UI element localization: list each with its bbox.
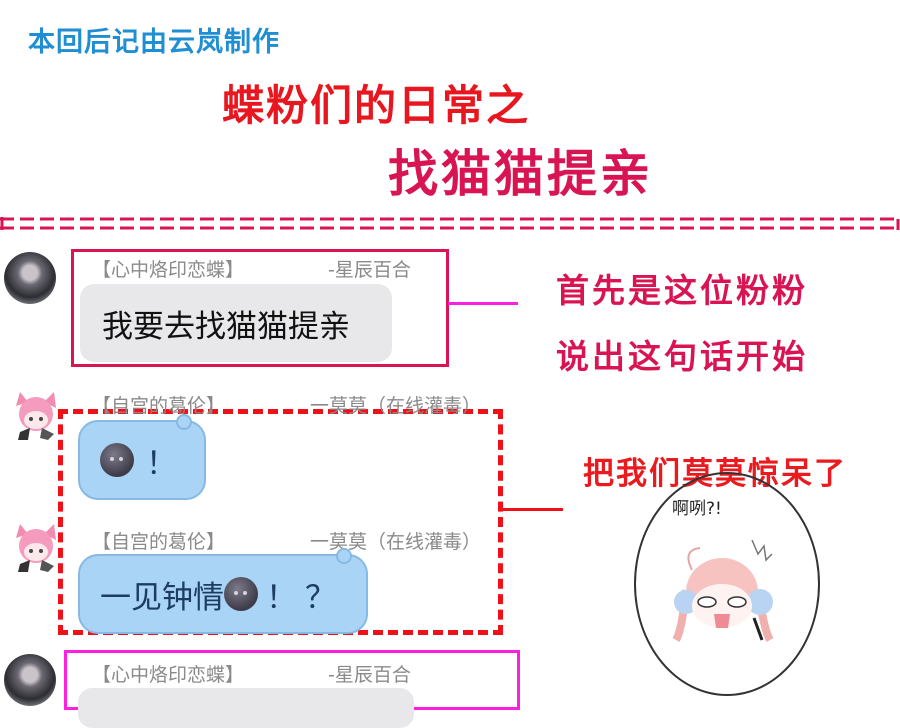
dashed-divider	[0, 217, 900, 230]
title-tag: 【自宫的葛伦】	[92, 531, 226, 553]
annotation-line-1: 首先是这位粉粉	[556, 271, 808, 310]
shocked-chibi-girl-image	[672, 540, 774, 643]
connector-line	[448, 302, 518, 305]
dark-ball-emoji-icon	[100, 443, 134, 477]
avatar-momo[interactable]	[8, 388, 64, 444]
message-text: ！	[146, 445, 177, 482]
title-tag: 【自宫的葛伦】	[92, 395, 226, 417]
bubble-ear-decoration	[336, 548, 352, 564]
highlight-frame-message-1	[71, 249, 449, 367]
sender-name: -星辰百合	[328, 664, 411, 686]
sender-name: -星辰百合	[328, 259, 411, 281]
message-bubble: 一见钟情 ！？	[78, 548, 368, 634]
annotation-line-2: 说出这句话开始	[556, 337, 808, 376]
avatar-xingchen-baihe[interactable]	[4, 252, 56, 304]
reaction-speech-text: 啊咧?!	[672, 499, 722, 519]
title-tag: 【心中烙印恋蝶】	[92, 259, 245, 281]
credit-text: 本回后记由云岚制作	[28, 27, 280, 58]
avatar-momo[interactable]	[8, 520, 64, 576]
message-bubble	[78, 688, 414, 728]
message-bubble: 我要去找猫猫提亲	[80, 284, 392, 362]
message-text: 我要去找猫猫提亲	[102, 308, 350, 345]
bubble-ear-decoration	[176, 414, 192, 430]
connector-line	[503, 508, 563, 511]
avatar-xingchen-baihe[interactable]	[4, 654, 56, 706]
title-line-2: 找猫猫提亲	[388, 145, 653, 203]
sender-name: 一莫莫（在线灌毒）	[310, 395, 482, 417]
dark-ball-emoji-icon	[224, 577, 258, 611]
title-tag: 【心中烙印恋蝶】	[92, 664, 245, 686]
reaction-ellipse	[634, 472, 820, 696]
sender-name: 一莫莫（在线灌毒）	[310, 531, 482, 553]
title-line-1: 蝶粉们的日常之	[222, 81, 531, 130]
message-bubble: ！	[78, 414, 206, 500]
message-text: 一见钟情	[100, 579, 224, 616]
message-text-suffix: ！？	[266, 579, 344, 616]
